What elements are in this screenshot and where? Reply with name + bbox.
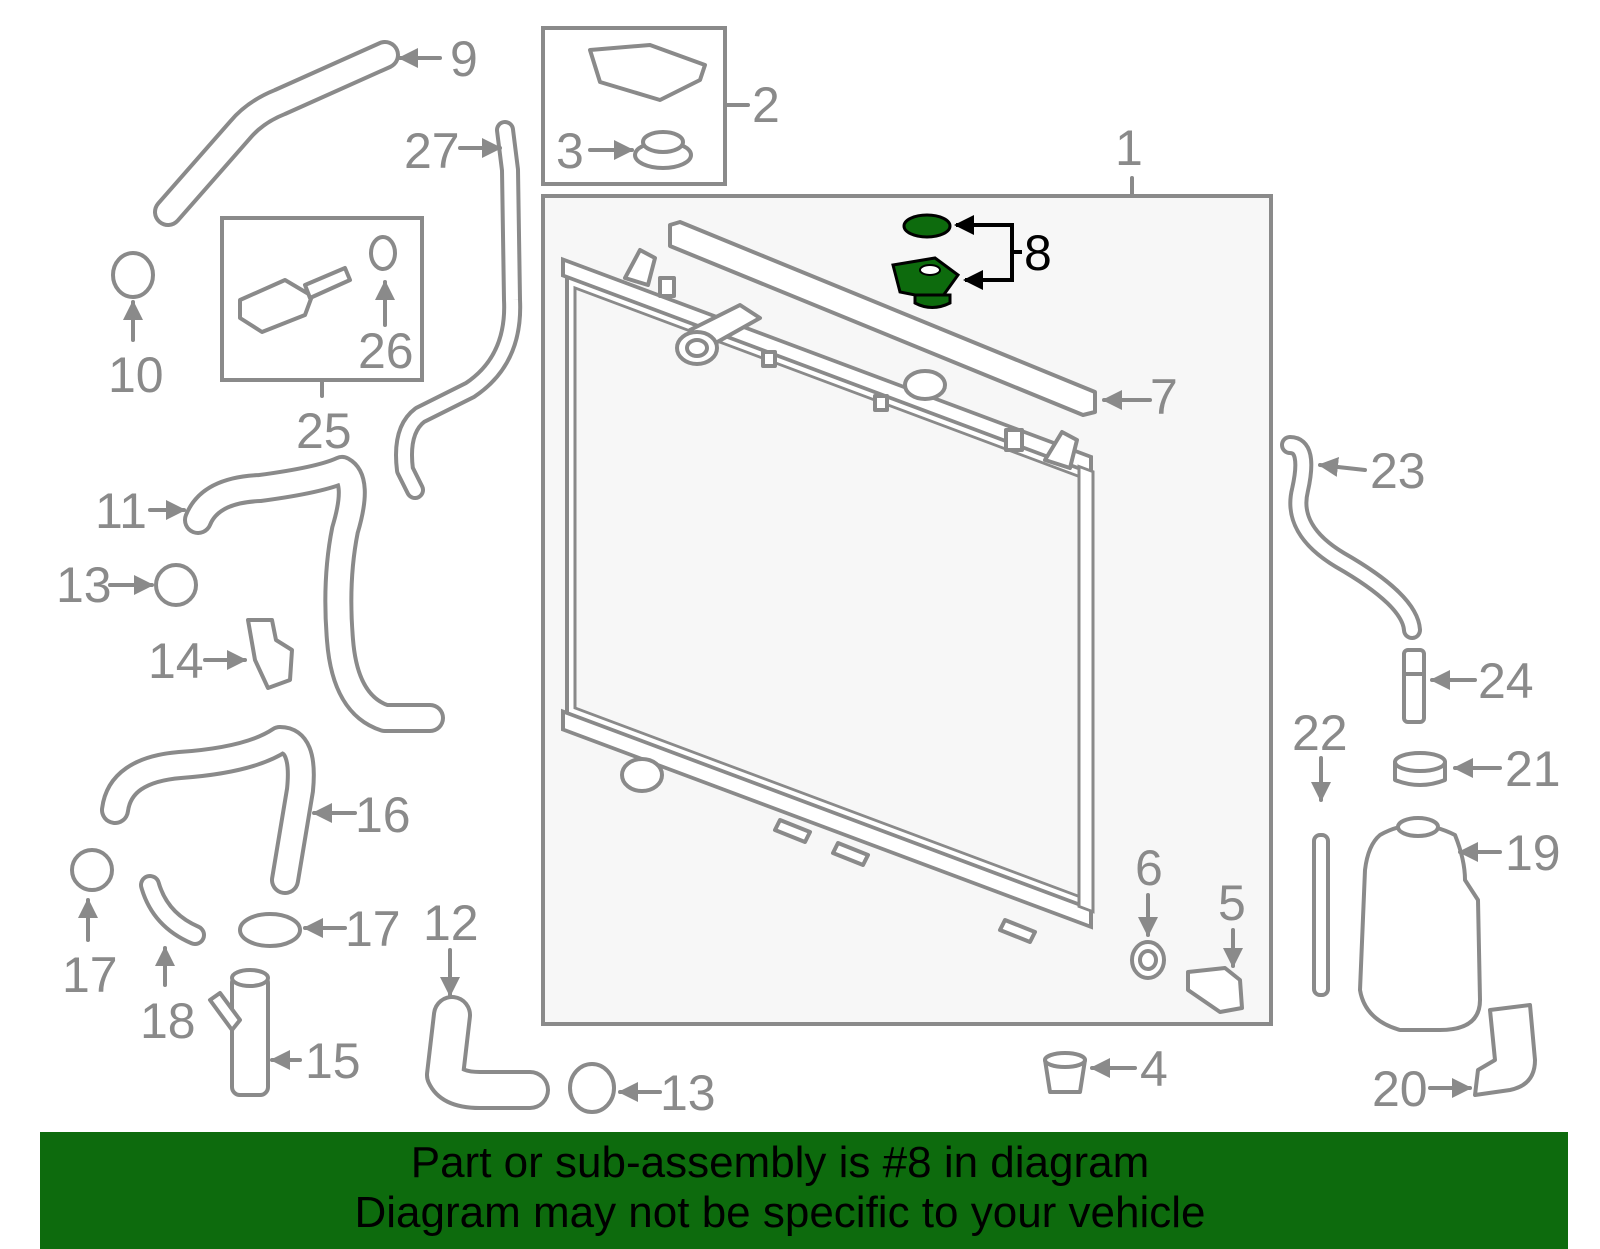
leader-23 (1318, 457, 1367, 477)
label-2: 2 (752, 77, 780, 133)
label-21: 21 (1505, 741, 1561, 797)
label-19: 19 (1505, 825, 1561, 881)
cap-top[interactable] (891, 256, 961, 302)
part-26-oring (369, 235, 397, 271)
top-right-bracket (1043, 430, 1079, 470)
radiator-assembly-group: 1 7 (541, 120, 1273, 1026)
part-16-hose: 16 (100, 725, 411, 895)
part-21-cap-top (1393, 751, 1447, 773)
top-tab-1 (658, 276, 676, 298)
label-6: 6 (1135, 840, 1163, 896)
part-17-clamp-right (238, 912, 302, 948)
part-6-washer-hole (1138, 949, 1158, 971)
sensor-box-group: 26 25 (220, 216, 424, 459)
cap-center-hole (919, 264, 941, 276)
label-1: 1 (1115, 120, 1143, 176)
label-10: 10 (108, 347, 164, 403)
label-7: 7 (1150, 369, 1178, 425)
label-23: 23 (1370, 443, 1426, 499)
part-2-upper-bracket (588, 43, 707, 102)
part-8-radiator-cap[interactable]: 8 (891, 213, 1052, 309)
label-20: 20 (1372, 1061, 1428, 1117)
part-13-clamp-left (154, 563, 198, 607)
part-24-fitting (1402, 648, 1426, 724)
part-4-bushing-top (1043, 1051, 1087, 1069)
label-14: 14 (148, 633, 204, 689)
part-19-reservoir-tank: 19 (1358, 816, 1561, 1032)
part-5-drain-plug (1186, 966, 1244, 1014)
radiator-core (561, 256, 1095, 930)
label-25: 25 (296, 403, 352, 459)
label-17a: 17 (345, 901, 401, 957)
label-24: 24 (1478, 653, 1534, 709)
part-11-hose: 11 (95, 455, 445, 733)
lower-bracket-2 (831, 841, 870, 867)
lower-bracket-3 (998, 918, 1037, 944)
cap-base[interactable] (913, 293, 952, 309)
label-22: 22 (1292, 705, 1348, 761)
top-tab-2 (761, 350, 777, 368)
label-4: 4 (1140, 1041, 1168, 1097)
part-22-tube (1312, 833, 1330, 997)
label-17b: 17 (62, 947, 118, 1003)
part-25-temp-sensor-tip (303, 266, 352, 300)
cap-seal[interactable] (902, 213, 952, 239)
top-tab-4 (1004, 428, 1024, 452)
label-15: 15 (305, 1033, 361, 1089)
info-banner: Part or sub-assembly is #8 in diagram Di… (40, 1132, 1568, 1249)
top-left-bracket (623, 248, 657, 287)
label-11: 11 (95, 483, 147, 539)
part-14-bracket (246, 618, 294, 690)
label-13a: 13 (56, 557, 112, 613)
label-27: 27 (404, 123, 460, 179)
part-20-bracket (1473, 1003, 1537, 1097)
part-12-lower-hose: 12 (423, 895, 550, 1110)
part-15-fitting: 15 (208, 968, 361, 1097)
label-13b: 13 (660, 1065, 716, 1121)
label-26: 26 (358, 323, 414, 379)
banner-line-2: Diagram may not be specific to your vehi… (354, 1188, 1206, 1237)
part-27-overflow-tube: 27 (394, 120, 523, 500)
part-9-upper-hose: 9 (153, 31, 478, 227)
part-25-temp-sensor-body (238, 278, 314, 334)
filler-neck (903, 369, 947, 401)
part-7-support-bar (668, 220, 1097, 417)
part-23-tube: 23 (1280, 435, 1426, 640)
label-5: 5 (1218, 875, 1246, 931)
bracket-box-group: 2 3 (541, 26, 780, 186)
label-16: 16 (355, 787, 411, 843)
upper-inlet-bore (685, 338, 709, 358)
part-17-clamp-left (70, 848, 114, 892)
label-8: 8 (1024, 225, 1052, 281)
part-13-clamp-bottom (568, 1062, 616, 1114)
label-12: 12 (423, 895, 479, 951)
label-9: 9 (450, 31, 478, 87)
label-18: 18 (140, 993, 196, 1049)
lower-bracket-1 (773, 818, 812, 844)
part-3-grommet (641, 130, 685, 154)
part-10-clamp (111, 251, 155, 299)
label-3: 3 (556, 123, 584, 179)
top-tab-3 (873, 394, 889, 412)
banner-line-1: Part or sub-assembly is #8 in diagram (410, 1138, 1150, 1187)
lower-outlet (620, 757, 664, 793)
